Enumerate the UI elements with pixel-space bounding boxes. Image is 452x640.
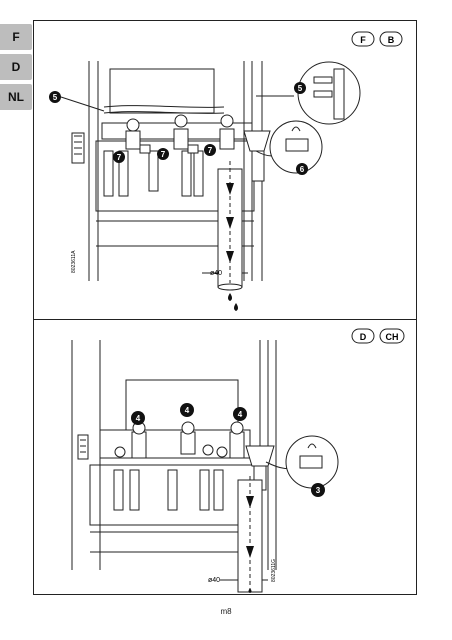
bottom-installation-drawing: D CH 4 4 4 3 ø40 8023611G xyxy=(71,328,405,593)
illustration-frame: F B 5 5 6 7 7 7 ø40 8023611A xyxy=(33,20,417,595)
callout-7-middle: 7 xyxy=(161,150,166,159)
callout-7-right: 7 xyxy=(208,146,213,155)
language-tab-f[interactable]: F xyxy=(0,24,32,50)
country-code-d: D xyxy=(360,332,367,342)
language-tab-nl[interactable]: NL xyxy=(0,84,32,110)
panel-top-installation: F B 5 5 6 7 7 7 ø40 8023611A xyxy=(34,21,416,319)
panel-divider xyxy=(34,319,416,320)
dimension-label-bottom: ø40 xyxy=(208,577,220,584)
panel-bottom-installation: D CH 4 4 4 3 ø40 8023611G xyxy=(34,320,416,594)
callout-5-right: 5 xyxy=(298,84,303,93)
reference-code-top: 8023611A xyxy=(71,250,77,273)
callout-4-middle: 4 xyxy=(185,406,190,415)
page-number: m8 xyxy=(220,607,232,616)
callout-3: 3 xyxy=(316,486,321,495)
reference-code-bottom: 8023611G xyxy=(271,559,277,582)
country-code-b: B xyxy=(388,35,395,45)
language-tabs: F D NL xyxy=(0,24,34,114)
callout-6: 6 xyxy=(300,165,305,174)
callout-7-left: 7 xyxy=(117,153,122,162)
country-code-badges-bottom: D CH xyxy=(351,328,405,344)
country-code-badges: F B xyxy=(351,31,403,47)
callout-4-right: 4 xyxy=(238,410,243,419)
dimension-label-top: ø40 xyxy=(210,270,222,277)
country-code-f: F xyxy=(360,35,366,45)
top-installation-drawing: F B 5 5 6 7 7 7 ø40 8023611A xyxy=(49,31,403,311)
country-code-ch: CH xyxy=(386,332,399,342)
callout-4-left: 4 xyxy=(136,414,141,423)
callout-5-left: 5 xyxy=(53,93,58,102)
language-tab-d[interactable]: D xyxy=(0,54,32,80)
